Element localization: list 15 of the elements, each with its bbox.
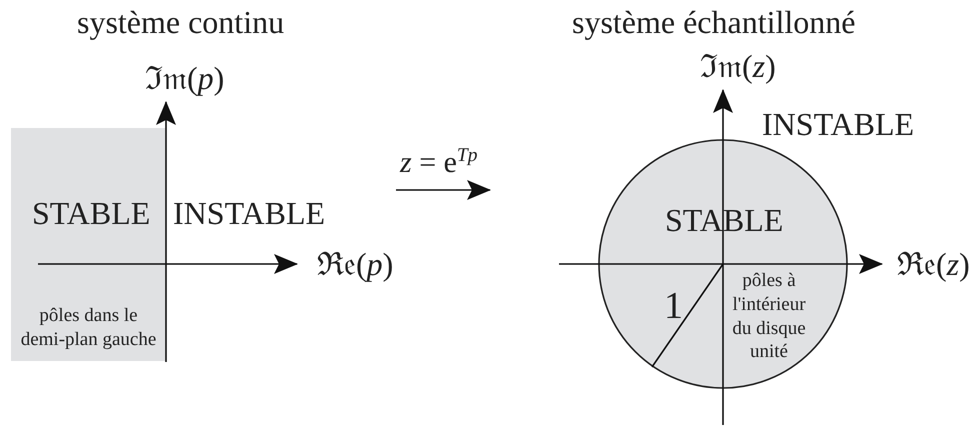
region-note: pôles à l'intérieur du disque unité [731,269,807,364]
stable-region [11,128,166,361]
mapping-formula: z = e$^{Tp}$ [400,146,478,178]
axis-label: ℜ𝔢(p) [317,248,394,280]
region-label: STABLE [32,197,150,229]
radius-value: 1 [664,287,683,325]
axis-label: ℑ𝔪(z) [700,50,776,82]
plane-heading: système continu [77,6,284,38]
axis-label: ℑ𝔪(p) [145,62,224,94]
arrow [396,180,491,200]
axis-label: ℜ𝔢(z) [897,248,970,280]
region-label: INSTABLE [762,108,914,140]
region-note: pôles dans le demi-plan gauche [20,304,158,352]
plane-heading: système échantillonné [572,6,856,38]
region-label: INSTABLE [173,197,326,229]
